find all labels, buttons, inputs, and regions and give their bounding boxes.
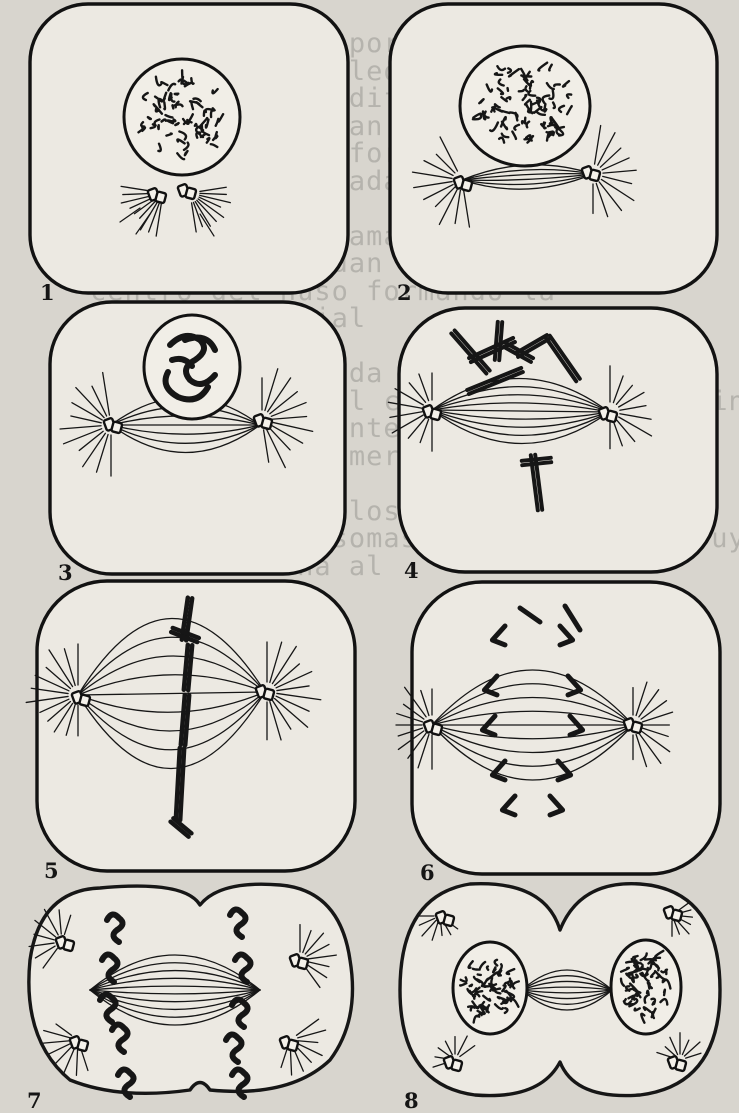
cell-stage-2	[390, 4, 717, 293]
stage-number-label: 8	[404, 1088, 419, 1113]
nucleus	[124, 59, 240, 175]
cell-stage-6	[396, 582, 720, 874]
stage-number-label: 6	[420, 860, 435, 885]
[object SVGGElement]	[176, 748, 184, 820]
nuclear-envelope	[453, 942, 527, 1034]
cell-stage-1	[30, 4, 348, 293]
stage-number-label: 5	[44, 858, 59, 883]
stage-number-label: 3	[58, 560, 73, 585]
cell-stage-8	[400, 884, 720, 1096]
stage-number-label: 1	[40, 280, 55, 305]
cell-membrane	[37, 581, 355, 871]
[object SVGGElement]	[181, 695, 189, 745]
[object SVGGElement]	[184, 645, 192, 690]
cell-stage-7	[29, 884, 353, 1097]
stage-number-label: 4	[404, 558, 419, 583]
cell-stage-4	[388, 308, 717, 572]
stage-number-label: 7	[27, 1088, 42, 1113]
nucleus	[460, 46, 590, 166]
cell-stage-3	[50, 302, 345, 574]
cell-membrane	[412, 582, 720, 874]
daughter-nucleus-right	[611, 940, 681, 1034]
stage-number-label: 2	[397, 280, 412, 305]
daughter-nucleus-left	[453, 942, 527, 1034]
cell-stage-5	[26, 581, 355, 871]
